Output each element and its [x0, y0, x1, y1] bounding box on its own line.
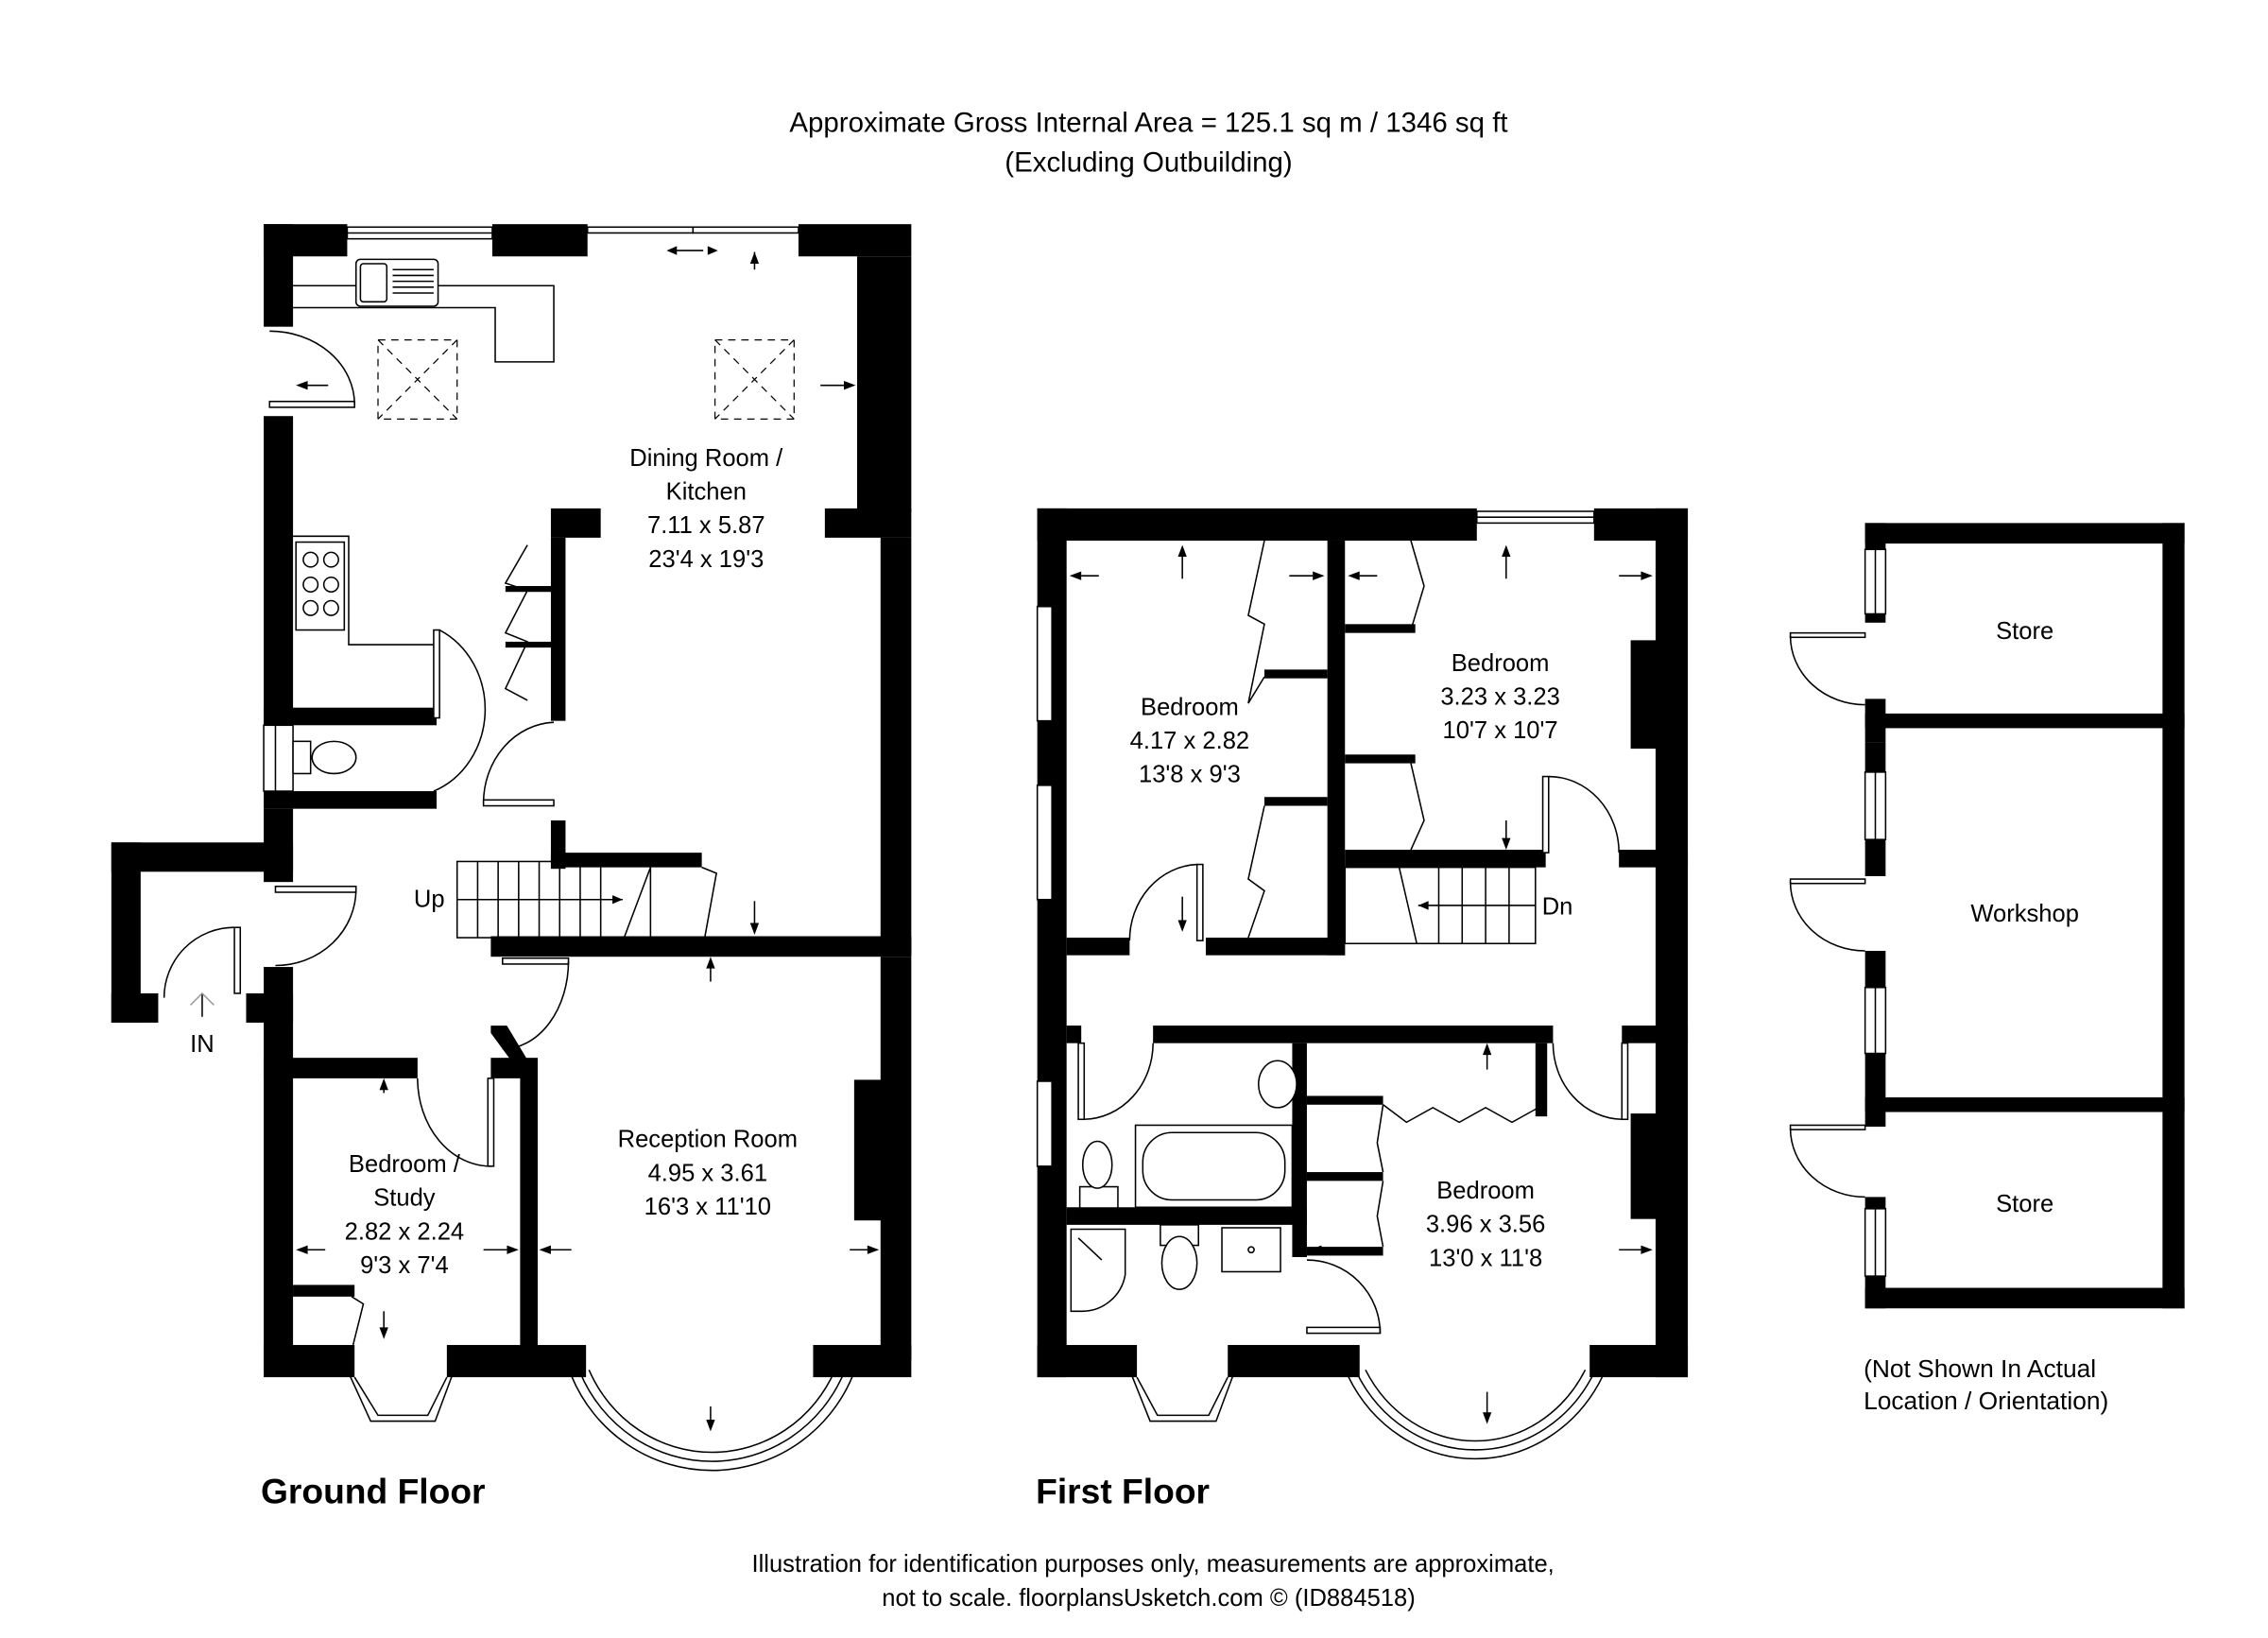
gross-area-text: Approximate Gross Internal Area = 125.1 … — [789, 108, 1507, 139]
basin-icon — [1221, 1227, 1281, 1273]
toilet-icon — [1078, 1140, 1119, 1212]
staircase-up — [455, 860, 652, 939]
room-name: Kitchen — [666, 479, 747, 506]
room-metric-size: 4.17 x 2.82 — [1130, 728, 1250, 754]
outbuilding-plan: Store Workshop Store (Not Shown In Actua… — [1789, 523, 2185, 1415]
room-metric-size: 2.82 x 2.24 — [345, 1218, 465, 1245]
outbuilding-note: (Not Shown In Actual — [1864, 1354, 2096, 1383]
room-name: Bedroom — [1452, 650, 1550, 677]
bathtub-icon — [1134, 1124, 1294, 1209]
hob-icon — [295, 541, 346, 631]
outbuilding-workshop-label: Workshop — [1970, 901, 2079, 927]
wc-window — [263, 724, 294, 792]
workshop-window — [1864, 771, 1887, 840]
ground-floor-plan: IN Up — [111, 224, 912, 1510]
first-floor-plan: Dn — [1036, 508, 1689, 1510]
dimension-arrows — [296, 246, 880, 1432]
room-metric-size: 7.11 x 5.87 — [647, 512, 765, 539]
disclaimer-text: Illustration for identification purposes… — [752, 1551, 1555, 1578]
room-bedroom-3: Bedroom 3.96 x 3.56 13'0 x 11'8 — [1426, 1178, 1546, 1271]
room-metric-size: 3.96 x 3.56 — [1426, 1212, 1546, 1238]
store-window — [1864, 1208, 1887, 1277]
sliding-doors — [586, 226, 799, 234]
reception-bay-window — [570, 1370, 854, 1472]
room-imperial-size: 16'3 x 11'10 — [644, 1194, 771, 1220]
room-name: Bedroom — [1141, 694, 1239, 720]
bedroom-bay-window — [1347, 1369, 1604, 1460]
skylight-icon — [377, 339, 458, 420]
dimension-arrows — [1069, 544, 1653, 1424]
study-bay-window — [346, 1370, 455, 1422]
room-imperial-size: 10'7 x 10'7 — [1443, 717, 1558, 744]
entrance-arrow-icon — [190, 991, 215, 1017]
kitchen-side-door — [268, 330, 355, 408]
store-window — [1864, 548, 1887, 615]
room-name: Reception Room — [618, 1127, 798, 1153]
staircase-down — [1344, 866, 1537, 945]
ground-floor-title: Ground Floor — [261, 1471, 486, 1510]
room-imperial-size: 13'8 x 9'3 — [1139, 762, 1241, 788]
room-dining-kitchen: Dining Room / Kitchen 7.11 x 5.87 23'4 x… — [629, 445, 783, 573]
room-reception: Reception Room 4.95 x 3.61 16'3 x 11'10 — [618, 1127, 798, 1220]
room-metric-size: 4.95 x 3.61 — [648, 1160, 768, 1186]
excluding-outbuilding-text: (Excluding Outbuilding) — [1005, 147, 1292, 178]
room-name: Bedroom — [1436, 1178, 1535, 1204]
room-name: Bedroom / — [349, 1151, 461, 1178]
room-bedroom-1: Bedroom 4.17 x 2.82 13'8 x 9'3 — [1130, 694, 1250, 787]
toilet-icon — [1160, 1224, 1199, 1290]
workshop-window — [1864, 986, 1887, 1055]
room-imperial-size: 9'3 x 7'4 — [360, 1252, 449, 1279]
bedroom-window — [1476, 510, 1595, 525]
room-bedroom-study: Bedroom / Study 2.82 x 2.24 9'3 x 7'4 — [345, 1151, 465, 1279]
outbuilding-store-1-label: Store — [1996, 618, 2053, 645]
room-metric-size: 3.23 x 3.23 — [1440, 684, 1560, 711]
first-floor-title: First Floor — [1036, 1471, 1210, 1510]
room-bedroom-2: Bedroom 3.23 x 3.23 10'7 x 10'7 — [1440, 650, 1560, 744]
copyright-text: not to scale. floorplansUsketch.com © (I… — [882, 1585, 1415, 1612]
room-name: Dining Room / — [629, 445, 783, 472]
skylight-icon — [713, 339, 795, 420]
kitchen-window — [346, 226, 493, 240]
kitchen-sink-icon — [354, 258, 439, 307]
bathroom-bay-window — [1128, 1370, 1236, 1422]
outbuilding-note: Location / Orientation) — [1864, 1387, 2108, 1415]
toilet-icon — [292, 740, 357, 775]
outbuilding-store-2-label: Store — [1996, 1191, 2053, 1217]
basin-icon — [1258, 1060, 1297, 1109]
entrance-label: IN — [190, 1031, 215, 1058]
room-name: Study — [373, 1185, 436, 1212]
shower-icon — [1070, 1228, 1126, 1313]
stairs-up-label: Up — [414, 887, 445, 913]
room-imperial-size: 13'0 x 11'8 — [1429, 1245, 1542, 1271]
stairs-down-label: Dn — [1542, 893, 1573, 920]
room-imperial-size: 23'4 x 19'3 — [648, 546, 764, 573]
